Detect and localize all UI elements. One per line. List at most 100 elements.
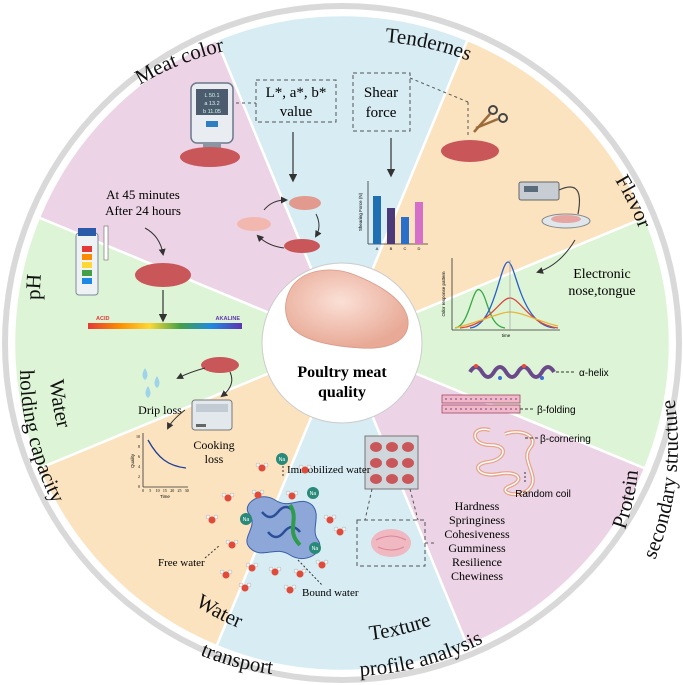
water-molecule	[268, 566, 282, 576]
svg-text:Free water: Free water	[158, 557, 205, 569]
svg-text:Time: Time	[160, 494, 170, 499]
svg-text:time: time	[502, 333, 511, 338]
svg-text:Drip loss: Drip loss	[138, 403, 182, 417]
shear-force-box	[352, 72, 411, 132]
lab-value-box	[255, 79, 337, 123]
svg-text:B: B	[390, 246, 393, 251]
water-molecule	[238, 582, 252, 592]
odor-response-chart: Odor response pattern time	[441, 258, 560, 338]
tpa-property: Resilience	[452, 555, 502, 569]
water-molecule	[225, 539, 239, 549]
svg-text:Shear: Shear	[364, 85, 398, 101]
chart-tick-label: 25	[178, 488, 182, 493]
segment-flavor: Flavor Electronic nose,tongue Odor respo…	[441, 170, 657, 338]
svg-text:A: A	[376, 246, 379, 251]
lab-value-label: L*, a*, b*	[266, 85, 327, 101]
random-coil-icon	[473, 427, 535, 497]
svg-text:Na: Na	[243, 517, 250, 523]
svg-text:loss: loss	[205, 452, 224, 466]
segment-ph: pH At 45 minutes After 24 hours ACID AKA…	[21, 187, 242, 329]
water-bath-icon	[191, 399, 233, 431]
svg-text:Cooking: Cooking	[193, 438, 234, 452]
electronic-nose-device-icon	[518, 181, 591, 229]
center-hub: Poultry meat quality	[261, 262, 423, 424]
chart-tick-label: 15	[163, 488, 167, 493]
water-molecule	[315, 559, 329, 569]
chart-tick-label: 8	[138, 444, 140, 449]
svg-text:C: C	[404, 246, 407, 251]
svg-text:Shearing Force (N): Shearing Force (N)	[358, 192, 363, 231]
svg-text:nose,tongue: nose,tongue	[568, 284, 635, 299]
svg-text:After 24 hours: After 24 hours	[105, 203, 181, 218]
tpa-property: Chewiness	[451, 569, 503, 583]
chart-tick-label: 10	[136, 434, 140, 439]
water-molecule	[221, 492, 235, 502]
svg-text:Na: Na	[310, 491, 317, 497]
center-title: Poultry meat	[297, 364, 387, 381]
segment-bg-protein	[339, 340, 647, 648]
tpa-property: Hardness	[455, 499, 500, 513]
water-molecule	[285, 490, 299, 500]
svg-text:Odor response pattern: Odor response pattern	[441, 271, 446, 317]
chicken-breast-image	[285, 269, 409, 349]
scissors-icon	[473, 105, 508, 133]
svg-text:Random coil: Random coil	[515, 489, 571, 500]
svg-text:Quality: Quality	[130, 453, 135, 468]
meat-slice	[201, 357, 239, 373]
meat-slice	[135, 263, 191, 287]
chart-tick-label: 0	[138, 484, 140, 489]
tpa-property: Cohesiveness	[444, 527, 510, 541]
water-molecule	[245, 562, 259, 572]
chart-tick-label: 10	[156, 488, 160, 493]
water-molecule	[333, 526, 347, 536]
water-molecule	[293, 568, 307, 578]
water-molecule	[251, 489, 265, 499]
svg-text:Electronic: Electronic	[573, 267, 631, 282]
ph-scale-bar	[88, 323, 242, 329]
segment-water-transport: Water transport Immobilized water Free w…	[158, 453, 371, 679]
svg-text:β-folding: β-folding	[537, 405, 576, 416]
chart-tick-label: 4	[138, 464, 140, 469]
water-molecule	[298, 464, 312, 474]
svg-text:α-helix: α-helix	[579, 368, 609, 379]
svg-text:L 50.1: L 50.1	[204, 93, 219, 99]
water-drops-icon	[142, 368, 160, 398]
segment-bg-flavor	[338, 215, 672, 471]
svg-text:β-cornering: β-cornering	[540, 434, 591, 445]
segment-title-ph: pH	[21, 273, 46, 300]
alpha-helix-icon	[468, 364, 556, 380]
shear-force-bar-chart: Shearing Force (N) A B C D	[358, 181, 428, 251]
svg-text:pH: pH	[21, 273, 46, 300]
water-molecules	[205, 462, 347, 594]
meat-slice	[441, 140, 499, 162]
svg-text:ACID: ACID	[96, 316, 109, 322]
svg-text:D: D	[418, 246, 421, 251]
segment-bg-ph	[37, 38, 345, 346]
svg-text:At 45 minutes: At 45 minutes	[106, 187, 180, 202]
svg-text:Na: Na	[312, 546, 319, 552]
sodium-ions: Na Na Na Na	[240, 453, 321, 554]
beta-folding-icon	[441, 394, 521, 414]
chart-tick-label: 0	[142, 488, 144, 493]
tpa-property: Gumminess	[448, 541, 506, 555]
segment-bg-texture	[214, 339, 470, 673]
segment-bg-tenderness	[339, 38, 647, 346]
chart-tick-label: 30	[185, 488, 189, 493]
water-molecule	[283, 584, 297, 594]
chart-tick-label: 2	[138, 474, 140, 479]
colorimeter-icon: L 50.1 a 13.2 b 11.05	[190, 82, 234, 151]
svg-text:a 13.2: a 13.2	[204, 101, 219, 107]
svg-text:b 11.05: b 11.05	[203, 109, 221, 115]
ph-test-strip-icon	[75, 225, 109, 296]
svg-text:Bound water: Bound water	[302, 587, 359, 599]
segment-bg-meat-color	[214, 13, 470, 347]
water-molecule	[219, 569, 233, 579]
water-molecule	[255, 462, 269, 472]
chart-tick-label: 5	[149, 488, 151, 493]
chart-tick-label: 6	[138, 454, 140, 459]
water-molecule	[205, 514, 219, 524]
svg-text:Na: Na	[279, 457, 286, 463]
chart-tick-label: 20	[170, 488, 174, 493]
